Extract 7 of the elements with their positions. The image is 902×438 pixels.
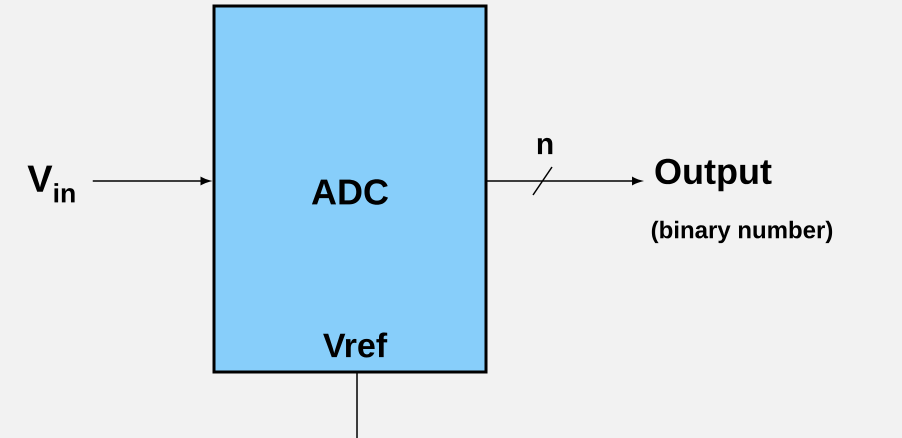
output-label: Output (binary number) [652, 158, 832, 244]
arrow [488, 166, 642, 196]
arrow [92, 177, 210, 185]
edge-label: n [538, 138, 552, 154]
line [356, 374, 358, 438]
adc-box: ADC Vref [212, 4, 488, 374]
input-label: V$_{in}$ [28, 166, 75, 202]
